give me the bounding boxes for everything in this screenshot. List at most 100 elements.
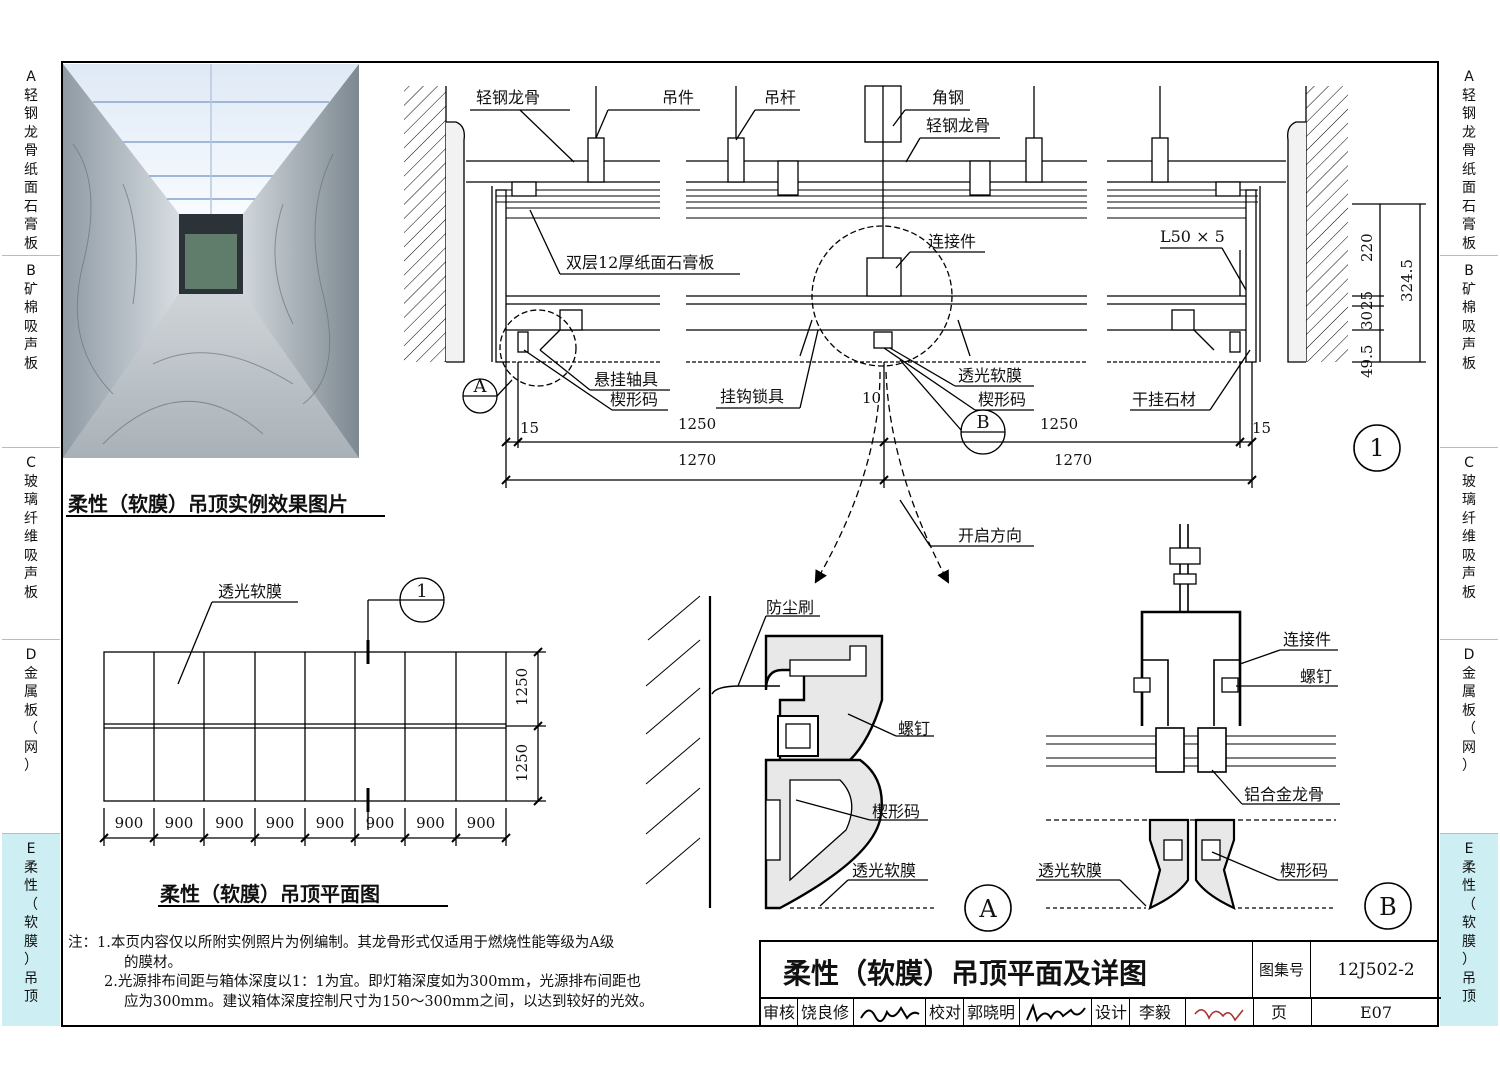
index-tab-char: 膏 (24, 217, 38, 233)
index-tab-char: 网 (1462, 739, 1476, 756)
dim-10: 10 (862, 389, 881, 407)
index-tab-char: 声 (24, 566, 38, 582)
index-tab-char: 龙 (1462, 124, 1476, 141)
index-tab-char: 属 (1462, 684, 1476, 700)
index-tab-letter: E (1464, 841, 1474, 857)
design-label: 设计 (1095, 1003, 1128, 1022)
index-tab-char: 矿 (24, 281, 38, 298)
detail-a-wedge: 楔形码 (872, 802, 920, 821)
index-tab-char: ） (24, 758, 38, 774)
checker-name: 郭晓明 (967, 1003, 1016, 1022)
index-tab-char: 矿 (1462, 281, 1476, 298)
index-tab-char: 骨 (24, 143, 38, 159)
label-connector: 连接件 (928, 232, 976, 251)
drawing-frame (61, 61, 1439, 1027)
index-tab-char: 钢 (1462, 106, 1476, 122)
dim-15-left: 15 (520, 419, 539, 437)
index-tab-char: 声 (1462, 566, 1476, 582)
atlas-label: 图集号 (1253, 942, 1311, 998)
example-photo (63, 64, 359, 458)
index-tab-char: 膜 (24, 933, 38, 950)
detail-a-screw: 螺钉 (898, 719, 930, 738)
index-tab-char: 维 (1462, 529, 1476, 545)
index-tab-char: 柔 (1462, 859, 1476, 876)
index-tab-char: 玻 (1462, 473, 1476, 490)
detail-b-connector: 连接件 (1283, 630, 1331, 649)
index-tab-char: ） (1462, 758, 1476, 774)
index-tab-char: 板 (1462, 235, 1476, 252)
index-tab-char: （ (24, 721, 38, 737)
callout-a-letter: A (473, 376, 488, 397)
label-dry-stone: 干挂石材 (1132, 390, 1196, 409)
index-tab-char: 软 (24, 915, 38, 931)
designer-signature (1194, 1009, 1244, 1022)
label-membrane: 透光软膜 (958, 366, 1022, 385)
right-wall-hatch (1306, 86, 1348, 362)
index-tab-char: 龙 (24, 124, 38, 141)
plan-col-dim: 900 (266, 814, 295, 832)
dim-1270-left: 1270 (678, 451, 716, 469)
index-tab-char: 性 (1462, 878, 1476, 894)
plan-col-dim: 900 (316, 814, 345, 832)
label-light-keel-1: 轻钢龙骨 (476, 88, 540, 107)
index-tab-char: 璃 (1462, 492, 1476, 508)
index-tab-char: 顶 (24, 989, 38, 1005)
index-tab-letter: A (1464, 69, 1474, 85)
detail-b-membrane: 透光软膜 (1038, 861, 1102, 880)
plan-col-dim: 900 (416, 814, 445, 832)
label-gypsum-board: 双层12厚纸面石膏板 (566, 253, 714, 272)
index-tab-char: 膏 (1462, 217, 1476, 233)
left-wall-hatch (404, 86, 446, 362)
index-tab-char: 板 (24, 702, 38, 719)
plan-col-dim: 900 (115, 814, 144, 832)
index-tab-letter: C (26, 455, 36, 471)
detail-b-wedge: 楔形码 (1280, 861, 1328, 880)
index-tab-letter: A (26, 69, 36, 85)
dim-1250-left: 1250 (678, 415, 716, 433)
plan-row-dim-1: 1250 (513, 668, 531, 706)
note-2-cont: 应为300mm。建议箱体深度控制尺寸为150～300mm之间，以达到较好的光效。 (124, 993, 654, 1010)
index-tab-char: 骨 (1462, 143, 1476, 159)
checker-signature (1026, 1003, 1086, 1023)
label-wedge-1: 楔形码 (610, 390, 658, 409)
label-hang-bearing: 悬挂轴具 (594, 370, 658, 389)
notes: 注：1.本页内容仅以所附实例照片为例编制。其龙骨形式仅适用于燃烧性能等级为A级 … (68, 934, 758, 1012)
index-tab-char: 面 (24, 180, 38, 196)
page-label: 页 (1271, 1003, 1288, 1022)
label-hanger-rod: 吊杆 (764, 88, 796, 107)
dim-1250-right: 1250 (1040, 415, 1078, 433)
callout-b-letter: B (976, 412, 989, 433)
index-tab-char: ） (1462, 952, 1476, 968)
dim-220: 220 (1358, 233, 1376, 262)
index-tab-letter: D (1463, 647, 1475, 663)
index-tab-char: 纸 (1462, 161, 1476, 178)
index-tab-char: （ (1462, 896, 1476, 913)
index-tab-char: 板 (24, 584, 38, 601)
index-tab-char: 柔 (24, 859, 38, 876)
plan-row-dim-2: 1250 (513, 744, 531, 782)
label-angle-size: L50 × 5 (1160, 227, 1225, 246)
index-tab-char: ） (24, 952, 38, 968)
dim-25: 25 (1358, 291, 1376, 310)
notes-prefix: 注： (68, 935, 97, 951)
index-tab-char: 吸 (24, 318, 38, 335)
atlas-number: 12J502-2 (1311, 942, 1441, 998)
index-tab-char: （ (24, 896, 38, 913)
index-tab-letter: C (1464, 455, 1474, 471)
index-tab-char: 纤 (1462, 510, 1476, 527)
note-1: 1.本页内容仅以所附实例照片为例编制。其龙骨形式仅适用于燃烧性能等级为A级 (97, 935, 615, 951)
index-tab-char: 轻 (1462, 87, 1476, 104)
detail-a-tag: A (978, 895, 997, 923)
index-tab-char: 声 (24, 337, 38, 353)
